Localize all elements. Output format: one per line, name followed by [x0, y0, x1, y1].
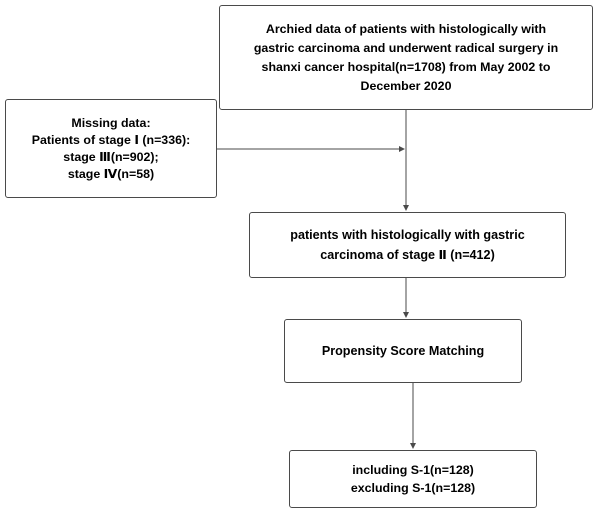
stage-two-patients-box: patients with histologically with gastri… — [249, 212, 566, 278]
archived-data-line: gastric carcinoma and underwent radical … — [253, 40, 559, 55]
s1-group-line: including S-1(n=128) — [352, 463, 474, 477]
missing-data-box: Missing data: Patients of stage Ⅰ (n=336… — [5, 99, 217, 198]
s1-group-line: excluding S-1(n=128) — [350, 481, 476, 495]
stage-two-line: patients with histologically with gastri… — [290, 228, 525, 242]
archived-data-line: shanxi cancer hospital(n=1708) from May … — [261, 59, 551, 74]
missing-data-line: stage Ⅳ(n=58) — [67, 166, 155, 181]
missing-data-line: stage Ⅲ(n=902); — [63, 149, 159, 164]
archived-data-line: December 2020 — [360, 78, 452, 93]
stage-two-line: carcinoma of stage Ⅱ (n=412) — [320, 248, 495, 262]
s1-groups-box: including S-1(n=128) excluding S-1(n=128… — [289, 450, 537, 508]
missing-data-line: Patients of stage Ⅰ (n=336): — [31, 132, 191, 147]
propensity-score-matching-label: Propensity Score Matching — [321, 344, 485, 358]
missing-data-line: Missing data: — [71, 115, 151, 130]
archived-data-box: Archied data of patients with histologic… — [219, 5, 593, 110]
propensity-score-matching-box: Propensity Score Matching — [284, 319, 522, 383]
archived-data-line: Archied data of patients with histologic… — [265, 21, 547, 36]
